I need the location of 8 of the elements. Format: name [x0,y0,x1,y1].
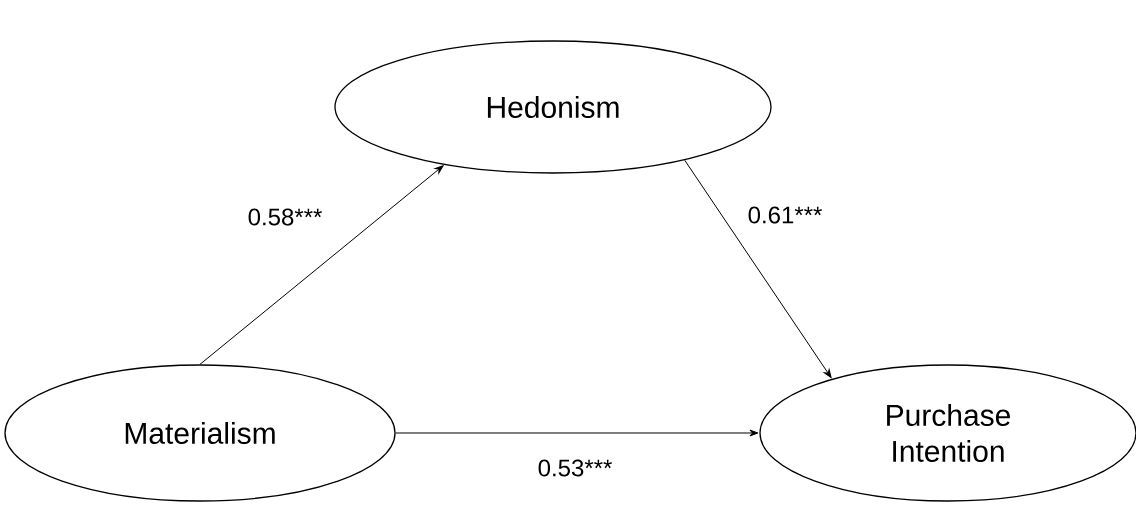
edge-label: 0.58*** [248,208,322,226]
arrow [199,165,444,365]
ellipse-node: Materialism [4,364,396,502]
edge-label: 0.61*** [748,206,822,224]
ellipse-node: Hedonism [334,40,772,174]
edge-label: 0.53*** [538,459,612,477]
arrow [395,429,759,437]
arrow [684,159,832,379]
